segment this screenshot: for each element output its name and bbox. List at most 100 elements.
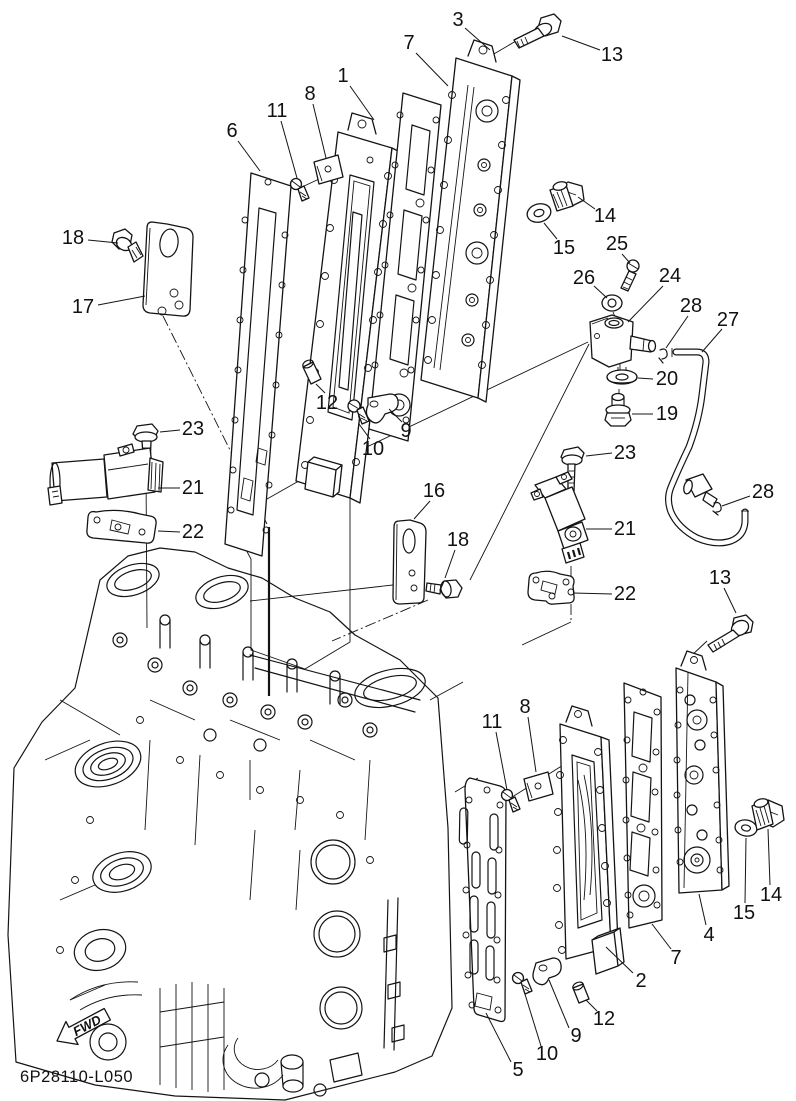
leader-line-9-20: [388, 408, 403, 423]
callout-15-34: 15: [733, 902, 755, 924]
callout-14-33: 14: [760, 884, 782, 906]
callout-28-14: 28: [680, 295, 702, 317]
callout-18-25: 18: [447, 529, 469, 551]
leader-line-14-33: [767, 828, 771, 886]
callout-21-27: 21: [614, 518, 636, 540]
callout-3-0: 3: [452, 9, 463, 31]
callout-11-31: 11: [482, 711, 503, 733]
callout-7-2: 7: [403, 32, 414, 54]
middle-parts: [392, 519, 463, 605]
callout-21-22: 21: [182, 477, 204, 499]
callout-25-11: 25: [606, 233, 628, 255]
callout-19-17: 19: [656, 403, 678, 425]
leader-line-5-41: [485, 1012, 512, 1063]
callout-1-3: 1: [337, 65, 348, 87]
leader-line-12-38: [585, 999, 598, 1012]
gasket-6-outer: [224, 172, 292, 557]
leader-line-27-15: [701, 328, 723, 353]
anode-8-upper: [313, 154, 344, 185]
left-parts: [47, 221, 194, 544]
bracket-17: [142, 221, 194, 317]
gasket-7-lower: [622, 682, 663, 929]
clamp-9-lower: [532, 957, 562, 986]
leader-line-25-11: [621, 253, 631, 264]
callout-28-29: 28: [752, 481, 774, 503]
solenoid-valve-21-right: [530, 471, 589, 564]
washer-20: [606, 367, 638, 385]
bolt-18-middle: [425, 579, 463, 599]
callout-8-4: 8: [304, 83, 315, 105]
hose-27: [665, 348, 749, 547]
leader-line-10-40: [523, 990, 542, 1047]
right-parts: [526, 181, 754, 653]
pin-12-lower: [572, 981, 590, 1004]
leader-line-3-0: [464, 27, 491, 51]
leader-line-4-35: [698, 893, 707, 926]
leader-line-17-8: [97, 295, 146, 306]
plate-16: [392, 519, 427, 605]
leader-line-2-37: [605, 946, 634, 974]
leader-line-15-34: [744, 837, 747, 904]
callout-11-5: 11: [267, 100, 288, 122]
callout-18-7: 18: [62, 227, 84, 249]
clip-28-upper: [658, 348, 668, 364]
callout-4-35: 4: [703, 924, 714, 946]
callout-20-16: 20: [656, 368, 678, 390]
leader-line-26-12: [593, 285, 608, 299]
callout-22-28: 22: [614, 583, 636, 605]
callout-6-6: 6: [226, 120, 237, 142]
leader-line-9-39: [548, 979, 570, 1029]
anode-8-lower: [523, 771, 554, 802]
elbow-fitting: [683, 473, 718, 508]
pin-12-upper: [302, 359, 322, 385]
callout-17-8: 17: [72, 296, 94, 318]
gasket-5: [458, 777, 507, 1023]
callout-7-36: 7: [670, 947, 681, 969]
gasket-22-right: [527, 570, 575, 605]
callout-14-9: 14: [594, 205, 616, 227]
callout-22-23: 22: [182, 521, 204, 543]
callout-13-30: 13: [709, 567, 731, 589]
engine-block-drawing: [7, 547, 453, 1101]
leader-line-12-18: [315, 383, 326, 394]
screw-11-lower: [500, 788, 521, 813]
callout-9-39: 9: [570, 1025, 581, 1047]
exhaust-outer-cover-4: [673, 650, 730, 894]
leader-line-8-32: [527, 716, 537, 773]
callout-12-18: 12: [316, 392, 338, 414]
leader-line-23-26: [585, 452, 613, 457]
leader-line-23-21: [159, 429, 181, 433]
leader-line-13-30: [723, 587, 737, 614]
clamp-9-upper: [365, 393, 399, 424]
plug-14-lower: [751, 798, 785, 831]
exhaust-outer-cover-3: [420, 39, 521, 403]
leader-line-8-4: [312, 103, 327, 159]
callout-27-15: 27: [717, 309, 739, 331]
exhaust-inner-cover-2: [553, 705, 625, 975]
leader-line-10-19: [358, 423, 371, 440]
leader-line-24-13: [627, 285, 664, 323]
leader-line-28-14: [665, 315, 689, 349]
upper-cover-stack: [224, 13, 562, 557]
leader-line-14-9: [577, 196, 596, 210]
drawing-number: 6P28110-L050: [20, 1068, 133, 1086]
leader-line-11-31: [495, 731, 508, 791]
gasket-7-upper: [367, 92, 442, 442]
grommet-26: [601, 294, 623, 312]
callout-16-24: 16: [423, 480, 445, 502]
leader-line-6-6: [237, 140, 261, 172]
callout-10-40: 10: [536, 1043, 558, 1065]
screw-10-upper: [347, 399, 370, 425]
leader-line-7-36: [651, 923, 672, 950]
callout-9-20: 9: [400, 420, 411, 442]
leader-line-22-28: [572, 592, 613, 595]
callout-15-10: 15: [553, 237, 575, 259]
fwd-arrow: FWD: [56, 1007, 112, 1046]
callout-23-26: 23: [614, 442, 636, 464]
leader-lines: [87, 27, 771, 1063]
leader-line-1-3: [349, 85, 375, 121]
clip-28-lower: [712, 501, 722, 516]
